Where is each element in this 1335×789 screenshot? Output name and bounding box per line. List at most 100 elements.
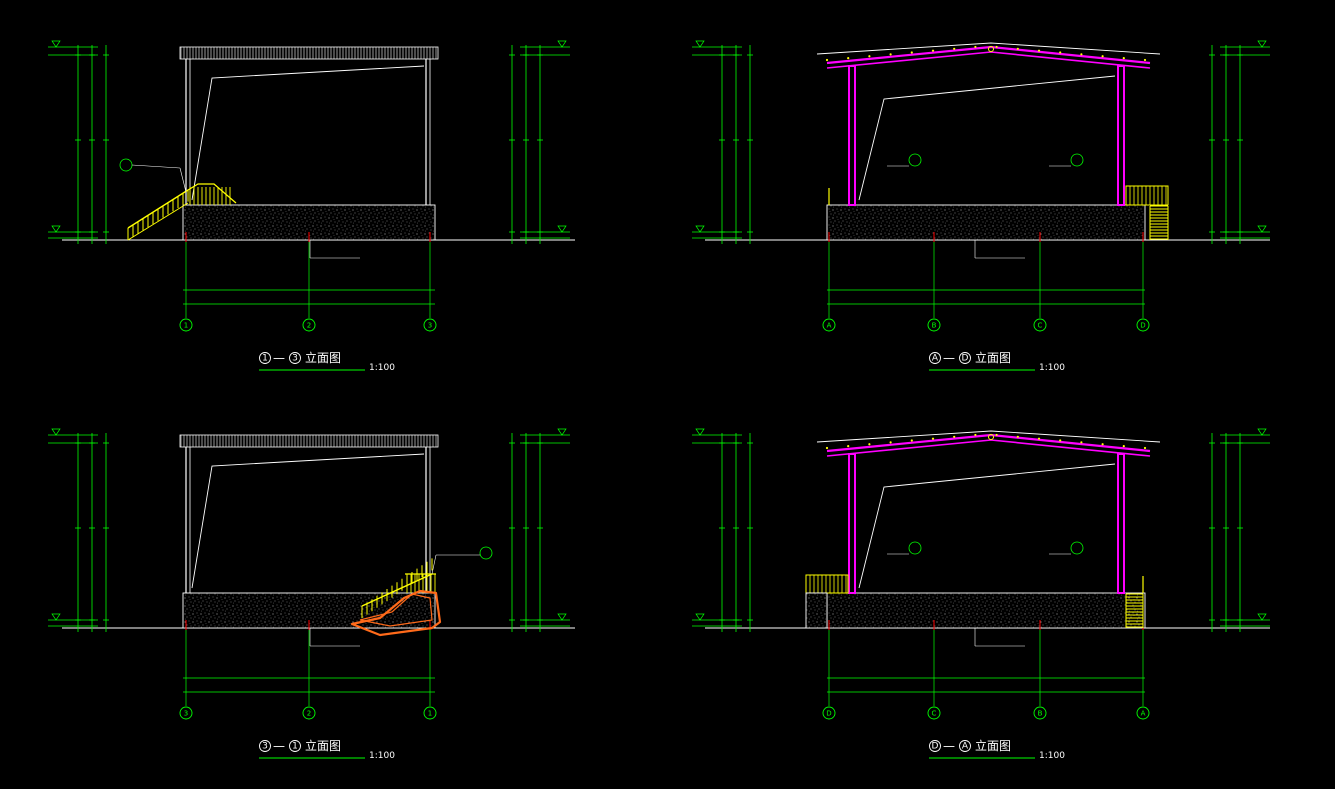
roof-purlin [931, 49, 935, 52]
roof-purlin [910, 51, 913, 54]
roof-purlin [1080, 53, 1083, 56]
axis-label: D [1140, 322, 1145, 330]
roof-purlin [868, 55, 871, 58]
roof-purlin [825, 58, 829, 62]
title-scale: 1:100 [369, 751, 395, 761]
screen-outline [191, 65, 425, 201]
title-axis-start-bubble [259, 740, 271, 752]
title-axis-start-bubble [929, 740, 941, 752]
revision-cloud [350, 589, 442, 637]
level-marker [695, 225, 705, 233]
roof-purlin [847, 445, 850, 448]
detail-callout-leader [179, 167, 187, 193]
axis-label: C [932, 710, 937, 718]
axis-bubble [423, 706, 437, 720]
roof-purlin [953, 435, 956, 438]
title-axis-end-bubble [959, 352, 971, 364]
screen-outline [858, 463, 1116, 589]
screen-outline [858, 75, 1116, 201]
axis-bubble [1136, 706, 1150, 720]
axis-bubble [927, 706, 941, 720]
axis-bubble [302, 318, 316, 332]
roof-purlin [974, 433, 977, 437]
elevation-panel: 3 2 1 3 — 1 立面图 1:100 [48, 428, 575, 761]
title-axis-end: 1 [292, 742, 298, 752]
level-marker [557, 40, 567, 48]
stair-handrail [127, 189, 189, 229]
roof-purlin [910, 439, 913, 442]
title-text: 立面图 [305, 738, 341, 753]
axis-label: A [827, 322, 832, 330]
roof-purlin [1143, 446, 1147, 450]
title-axis-end: 3 [292, 354, 298, 364]
title-separator: — [273, 739, 285, 753]
title-axis-end-bubble [289, 352, 301, 364]
roof-purlin [825, 446, 829, 450]
title-scale: 1:100 [369, 363, 395, 373]
roof-purlin [1059, 439, 1062, 442]
roof-rafter-lower [826, 51, 1151, 69]
roof-purlin [995, 433, 998, 437]
detail-callout-bubble [908, 541, 922, 555]
title-axis-start: 3 [262, 742, 268, 752]
drawing-title: 3 — 1 立面图 1:100 [259, 738, 395, 761]
ridge-node [988, 46, 994, 52]
steel-column-right [1117, 65, 1125, 206]
roof-rafter-lower [826, 439, 1151, 457]
level-marker [51, 428, 61, 436]
axis-bubble [822, 318, 836, 332]
axis-label: D [826, 710, 831, 718]
title-axis-end: D [962, 354, 969, 364]
roof-purlin [1037, 437, 1041, 440]
level-marker [1257, 613, 1267, 621]
roof-purlin [931, 437, 935, 440]
level-marker [557, 613, 567, 621]
level-marker [51, 613, 61, 621]
level-marker [1257, 428, 1267, 436]
roof-purlin [1016, 47, 1019, 50]
roof-purlin [889, 53, 892, 56]
stair-handrail [361, 573, 433, 607]
title-scale: 1:100 [1039, 363, 1065, 373]
title-axis-end-bubble [959, 740, 971, 752]
steel-column-left [848, 65, 856, 206]
title-axis-start-bubble [929, 352, 941, 364]
axis-label: 3 [184, 710, 188, 718]
title-text: 立面图 [305, 350, 341, 365]
roof-purlin [953, 47, 956, 50]
level-marker [695, 428, 705, 436]
roof-purlin [1122, 445, 1125, 448]
title-axis-start: D [932, 742, 939, 752]
axis-label: 1 [428, 710, 432, 718]
detail-callout-bubble [908, 153, 922, 167]
axis-label: A [1141, 710, 1146, 718]
axis-bubble [423, 318, 437, 332]
level-marker [557, 225, 567, 233]
steel-column-left [848, 453, 856, 594]
axis-label: 2 [307, 710, 311, 718]
axis-label: C [1038, 322, 1043, 330]
level-marker [1257, 225, 1267, 233]
axis-bubble [1136, 318, 1150, 332]
detail-callout-bubble [1070, 153, 1084, 167]
detail-callout-bubble [1070, 541, 1084, 555]
axis-label: B [1038, 710, 1043, 718]
roof-purlin [1080, 441, 1083, 444]
axis-label: 3 [428, 322, 432, 330]
roof-purlin [995, 45, 998, 49]
title-axis-start: 1 [262, 354, 268, 364]
title-text: 立面图 [975, 350, 1011, 365]
railing-panel [1125, 185, 1169, 206]
axis-label: B [932, 322, 937, 330]
screen-outline [191, 453, 425, 589]
roof-purlin [868, 443, 871, 446]
roof-sheet [816, 430, 1161, 443]
stair-stringer [127, 202, 189, 241]
title-axis-end: A [962, 742, 969, 752]
axis-label: 2 [307, 322, 311, 330]
